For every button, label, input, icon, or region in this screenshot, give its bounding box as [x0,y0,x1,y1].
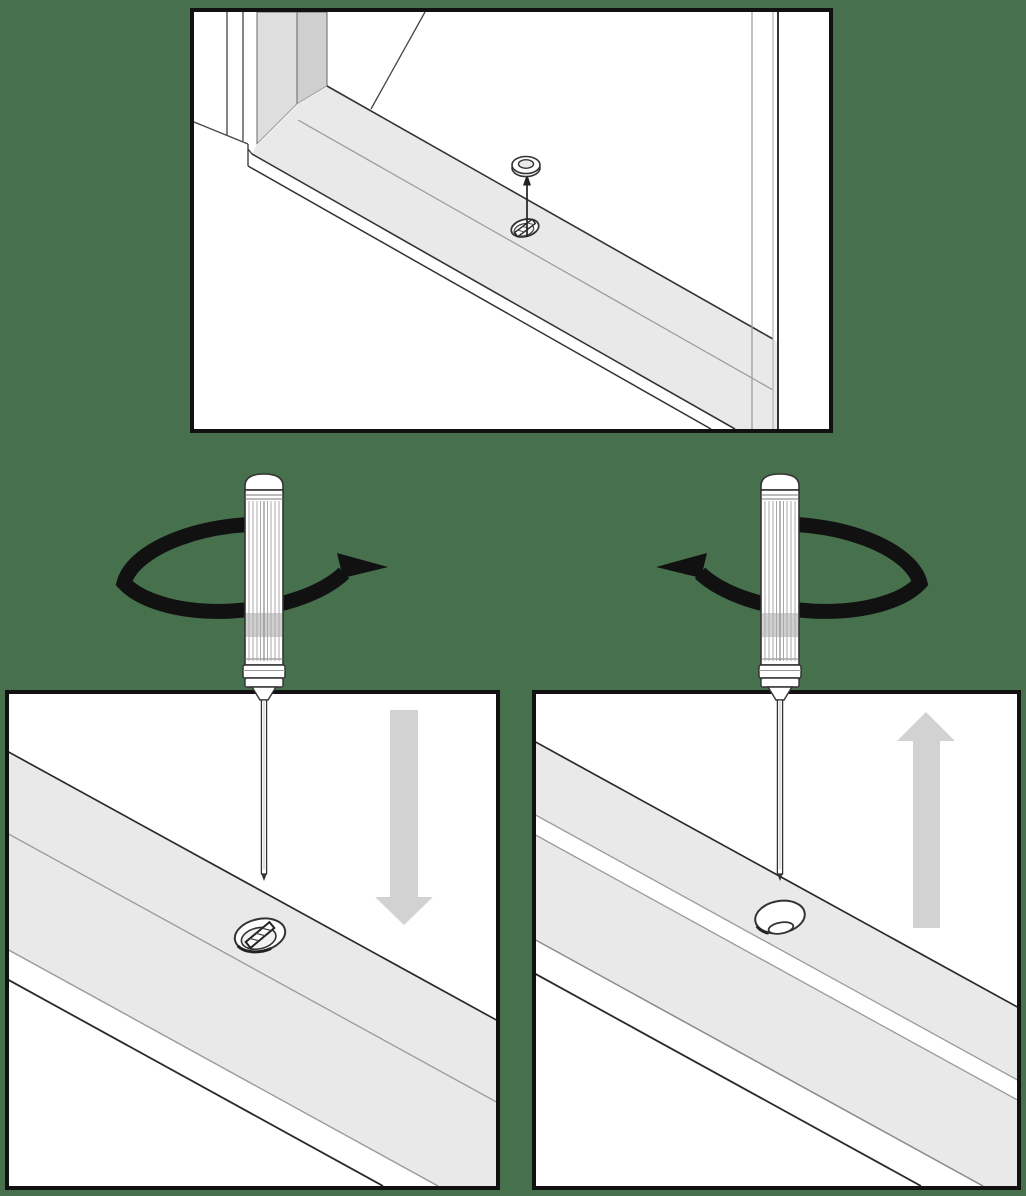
top-panel [190,8,833,433]
small-up-arrow-icon [523,174,531,237]
track-groove [536,815,1017,1100]
down-arrow-icon [375,710,433,925]
bottom-track [247,85,778,429]
track-closeup-lowering [9,751,496,1186]
door-edge-lines [751,12,779,429]
track-closeup-raising [536,741,1017,1186]
bottom-left-panel [5,690,500,1190]
bottom-right-panel [532,690,1021,1190]
screw-in-hole-icon [233,917,287,954]
empty-hole-icon [754,899,806,935]
cap-ring-icon [511,155,541,178]
up-arrow-icon [897,712,955,928]
wall-corner-line [370,12,426,110]
door-jamb [194,12,328,146]
